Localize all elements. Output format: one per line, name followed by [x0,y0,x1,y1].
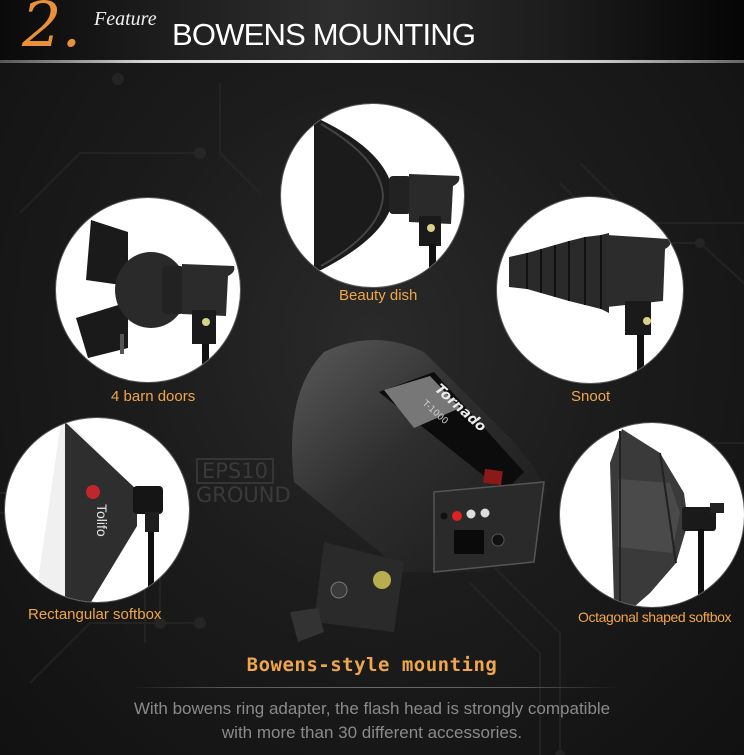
softbox-brand-text: Tolifo [94,504,110,537]
description-line-1: With bowens ring adapter, the flash head… [133,699,611,718]
accessory-beauty-dish [281,104,464,287]
octagonal-softbox-icon [610,429,724,607]
label-rectangular-softbox: Rectangular softbox [28,606,162,623]
snoot-icon [509,233,671,383]
subtitle-divider [130,687,620,688]
beauty-dish-icon [314,120,460,287]
label-snoot: Snoot [571,388,611,405]
accessory-octagonal-softbox [560,423,744,607]
accessory-snoot [497,197,683,383]
flash-head-icon: Tornado T-1000 [290,340,546,642]
header-divider [0,60,744,63]
accessory-rectangular-softbox: Tolifo [5,418,189,602]
label-octagonal-softbox: Octagonal shaped softbox [578,609,732,625]
section-subtitle: Bowens-style mounting [246,654,498,676]
flash-head-product: Tornado T-1000 [284,332,554,650]
label-beauty-dish: Beauty dish [339,287,418,304]
rectangular-softbox-icon: Tolifo [35,422,163,602]
feature-number: 2. [22,0,82,61]
accessory-barn-doors [56,198,240,382]
label-barn-doors: 4 barn doors [111,388,196,405]
description-line-2: with more than 30 different accessories. [221,723,523,742]
page-title: BOWENS MOUNTING [172,17,476,52]
header-banner: 2. Feature BOWENS MOUNTING [0,0,744,60]
background-watermark: EPS10 GROUND [196,458,291,508]
description: With bowens ring adapter, the flash head… [0,697,744,745]
barn-doors-icon [76,220,235,382]
feature-word: Feature [94,8,157,30]
